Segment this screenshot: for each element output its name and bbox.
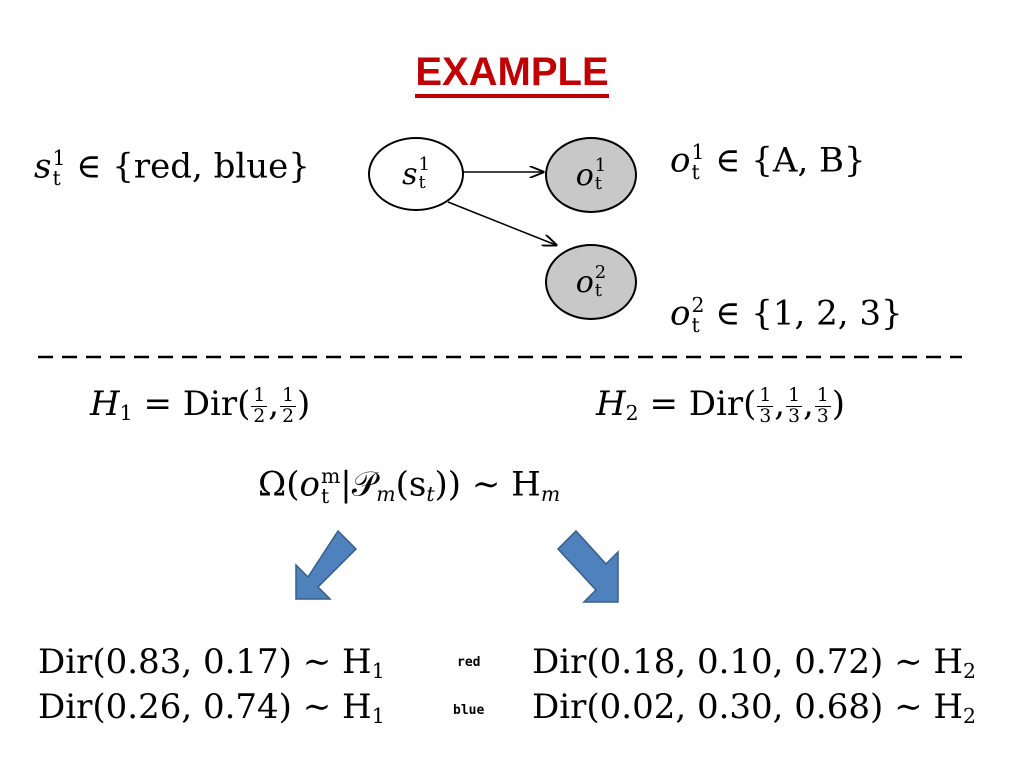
arrow-down-left-icon <box>295 529 358 600</box>
page-title: EXAMPLE <box>0 50 1024 98</box>
sample-row-red-left: Dir(0.83, 0.17) ∼ H1 <box>38 642 385 684</box>
sample-row-blue-left: Dir(0.26, 0.74) ∼ H1 <box>38 687 385 729</box>
tag-red: red <box>457 655 481 670</box>
sample-row-blue-right: Dir(0.02, 0.30, 0.68) ∼ H2 <box>532 687 976 729</box>
sample-row-red-right: Dir(0.18, 0.10, 0.72) ∼ H2 <box>532 642 976 684</box>
tag-blue: blue <box>453 703 485 718</box>
edge-s1-o2 <box>447 201 556 245</box>
arrow-down-right-icon <box>556 529 619 603</box>
